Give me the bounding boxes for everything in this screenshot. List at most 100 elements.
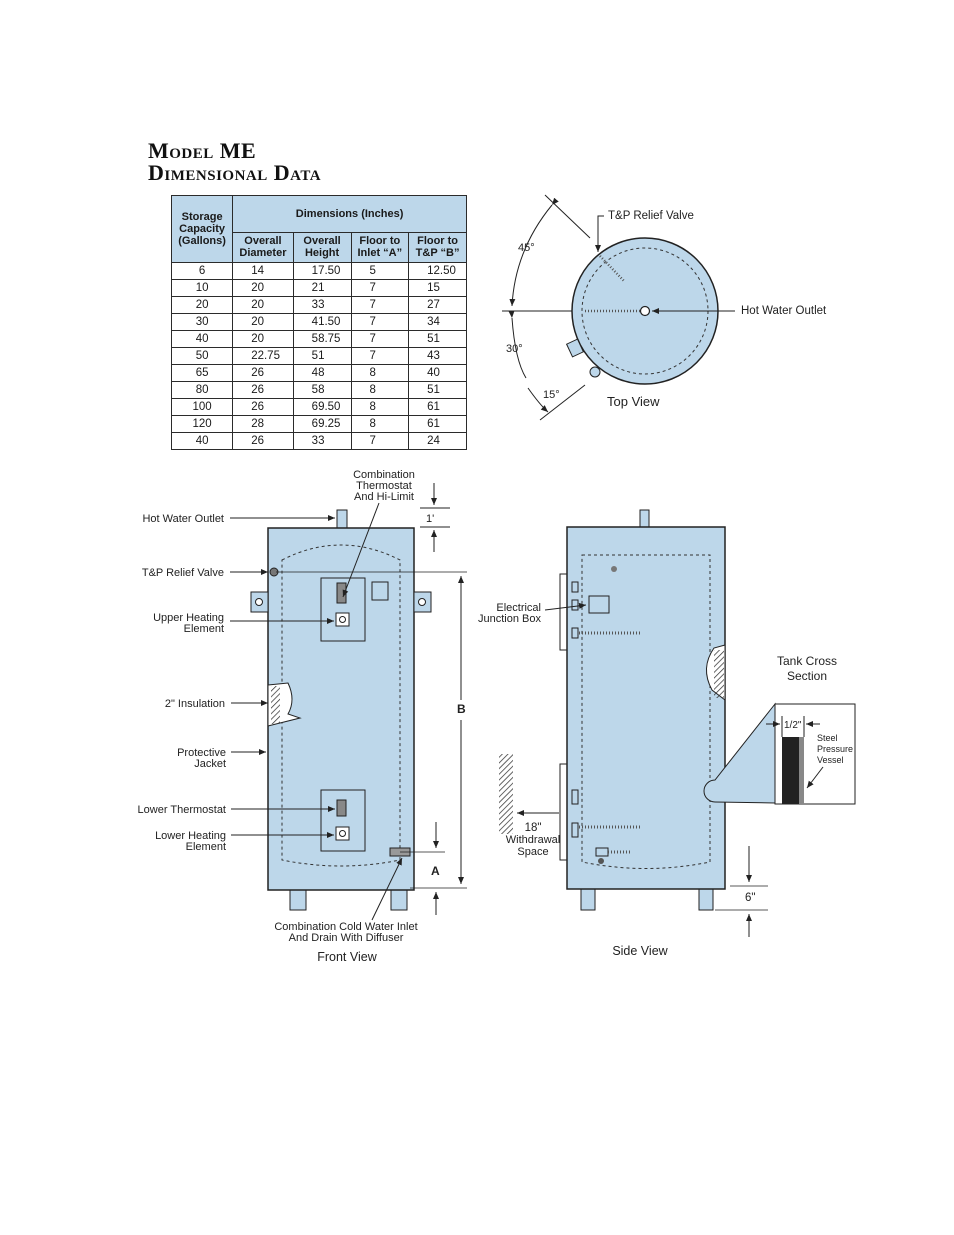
half-inch-label: 1/2" xyxy=(784,720,802,731)
side-drain-valve xyxy=(595,847,609,857)
table-cell: 28 xyxy=(232,415,294,433)
side-fitting-3 xyxy=(571,627,579,639)
insulation-label: 2" Insulation xyxy=(165,698,225,710)
table-cell: 8 xyxy=(350,415,410,433)
front-insulation-hatch xyxy=(271,686,280,724)
table-cell: 26 xyxy=(232,432,294,450)
steel-vessel-label-1: Steel xyxy=(817,733,838,743)
angle-45-label: 45° xyxy=(518,242,535,254)
front-lower-element xyxy=(335,826,350,841)
side-upper-bracket xyxy=(559,573,567,651)
front-view: Hot Water Outlet T&P Relief Valve Upper … xyxy=(138,469,467,964)
table-cell: 10 xyxy=(170,279,234,297)
side-tp-valve xyxy=(611,566,617,572)
upper-element-bolt xyxy=(339,616,346,623)
header-diameter-2: Diameter xyxy=(239,247,287,260)
top-view: 45° 30° 15° T&P Relief Valve Hot Water O… xyxy=(502,194,827,421)
front-leg-right xyxy=(390,889,408,911)
table-cell: 40 xyxy=(170,432,234,450)
angle-ref-45 xyxy=(544,194,591,239)
header-diameter: Overall Diameter xyxy=(232,231,294,264)
withdrawal-label-1: 18" xyxy=(525,822,542,834)
header-storage-1: Storage xyxy=(181,211,223,223)
top-tp-relief-label: T&P Relief Valve xyxy=(608,210,694,222)
top-hot-outlet-label: Hot Water Outlet xyxy=(741,305,827,317)
side-fitting-1 xyxy=(571,581,579,593)
jacket-label-1: Protective xyxy=(177,747,226,759)
junction-box-leader xyxy=(544,602,587,611)
lower-thermostat-label: Lower Thermostat xyxy=(138,804,226,816)
front-leg-left xyxy=(289,889,307,911)
side-insulation-hatch xyxy=(714,650,724,698)
side-fitting-2 xyxy=(571,599,579,611)
table-cell: 20 xyxy=(232,330,294,348)
header-inlet-1: Floor to xyxy=(359,235,401,248)
table-cell: 51 xyxy=(408,330,467,348)
table-cell: 14 xyxy=(232,262,294,280)
header-storage-3: (Gallons) xyxy=(178,235,226,247)
front-hot-outlet-pipe xyxy=(336,509,348,529)
arc-45 xyxy=(509,197,559,307)
table-cell: 58 xyxy=(292,381,352,399)
header-inlet-2: Inlet “A” xyxy=(357,247,403,260)
side-view-caption: Side View xyxy=(612,944,668,958)
combo-thermostat-leader xyxy=(342,502,380,598)
table-cell: 7 xyxy=(350,432,410,450)
arc-30 xyxy=(508,310,527,379)
front-upper-element xyxy=(335,612,350,627)
table-cell: 34 xyxy=(408,313,467,331)
top-view-junction-box xyxy=(565,338,585,358)
table-cell: 65 xyxy=(170,364,234,382)
front-tp-relief-label: T&P Relief Valve xyxy=(142,567,224,579)
table-cell: 27 xyxy=(408,296,467,314)
header-height: Overall Height xyxy=(292,231,352,264)
table-cell: 33 xyxy=(292,432,352,450)
upper-element-label-1: Upper Heating xyxy=(153,612,224,624)
side-drain-knob xyxy=(598,858,604,864)
cross-section-steel xyxy=(799,737,804,804)
top-view-drain xyxy=(589,366,601,378)
withdrawal-label-3: Space xyxy=(517,846,548,858)
table-cell: 5 xyxy=(350,262,410,280)
header-dimensions: Dimensions (Inches) xyxy=(232,195,467,233)
table-cell: 8 xyxy=(350,398,410,416)
steel-vessel-leader xyxy=(806,766,824,789)
table-cell: 61 xyxy=(408,415,467,433)
steel-vessel-label-3: Vessel xyxy=(817,755,844,765)
cross-section-callout xyxy=(703,702,776,804)
arc-15 xyxy=(527,387,549,413)
title-line-2: Dimensional Data xyxy=(148,160,322,185)
table-cell: 40 xyxy=(408,364,467,382)
angle-15-label: 15° xyxy=(543,389,560,401)
header-inlet: Floor to Inlet “A” xyxy=(350,231,410,264)
header-height-2: Height xyxy=(304,247,340,260)
front-inner-vessel xyxy=(281,544,401,867)
side-fitting-5 xyxy=(571,822,579,838)
combo-thermostat-label-2: Thermostat xyxy=(356,480,412,492)
dim-a-label: A xyxy=(431,864,440,878)
bracket-hole-right xyxy=(418,598,426,606)
header-storage-2: Capacity xyxy=(179,223,226,235)
side-tank-body xyxy=(566,526,726,890)
table-cell: 8 xyxy=(350,381,410,399)
side-leg-left xyxy=(580,887,596,911)
header-tp: Floor to T&P “B” xyxy=(408,231,467,264)
junction-box-label-1: Electrical xyxy=(496,602,541,614)
top-view-caption: Top View xyxy=(607,394,660,409)
table-cell: 61 xyxy=(408,398,467,416)
table-cell: 69.25 xyxy=(292,415,352,433)
cold-inlet-label-1: Combination Cold Water Inlet xyxy=(274,921,417,933)
dim-1-label: 1' xyxy=(426,513,434,525)
side-junction-box xyxy=(588,595,610,614)
table-cell: 43 xyxy=(408,347,467,365)
side-leg-right xyxy=(698,887,714,911)
lower-element-bolt xyxy=(339,830,346,837)
